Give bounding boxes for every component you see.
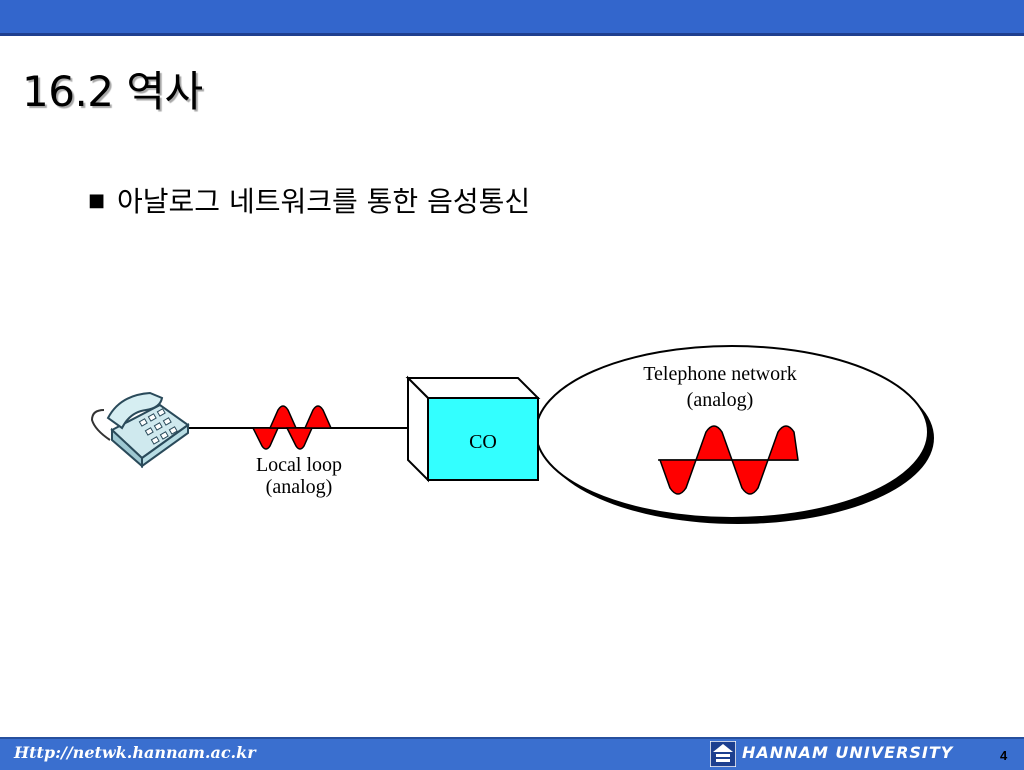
- footer-url: Http://netwk.hannam.ac.kr: [14, 743, 256, 762]
- co-box: [405, 375, 541, 483]
- page-number: 4: [1000, 748, 1008, 763]
- co-label: CO: [469, 431, 497, 453]
- slide-title: 16.2 역사: [22, 67, 203, 116]
- footer-university: HANNAM UNIVERSITY: [742, 743, 954, 762]
- network-label-line1: Telephone network: [643, 363, 797, 385]
- local-loop-label-line2: (analog): [266, 476, 333, 498]
- bullet-square-icon: ■: [88, 189, 106, 211]
- hannam-logo-icon: [710, 741, 736, 767]
- network-wave: [658, 425, 799, 495]
- local-loop-wave: [251, 405, 333, 450]
- network-label-line2: (analog): [687, 389, 754, 411]
- bullet-text: 아날로그 네트워크를 통한 음성통신: [117, 185, 531, 218]
- footer-bar: Http://netwk.hannam.ac.kr HANNAM UNIVERS…: [0, 737, 1024, 770]
- top-bar: [0, 0, 1024, 36]
- telephone-icon: [90, 391, 190, 469]
- bullet-item: ■ 아날로그 네트워크를 통한 음성통신: [88, 180, 530, 220]
- telephone-network-cloud: [535, 345, 934, 524]
- local-loop-label-line1: Local loop: [256, 454, 342, 476]
